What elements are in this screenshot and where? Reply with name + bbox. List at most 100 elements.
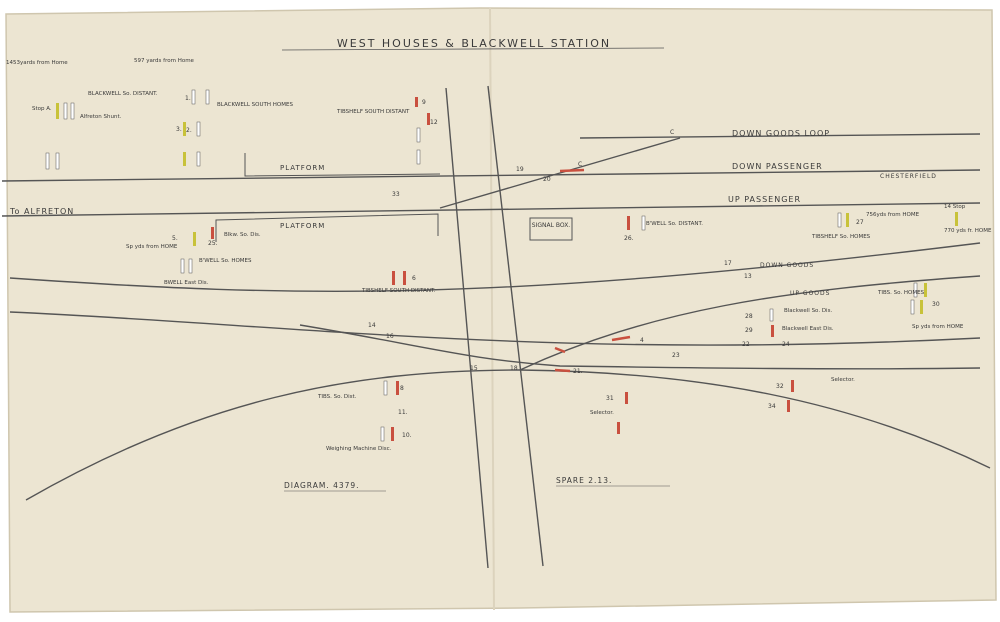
- signal-selector-right: Selector.: [831, 377, 855, 383]
- platform-top: [244, 153, 441, 177]
- signal-tibshelf-south-distant: TIBSHELF SOUTH DISTANT: [336, 109, 410, 115]
- track-labels: DOWN GOODS LOOP DOWN PASSENGER CHESTERFI…: [9, 129, 937, 297]
- signal-blackwell-south-homes: BLACKWELL SOUTH HOMES: [217, 102, 293, 108]
- lever-24: 24: [782, 341, 790, 348]
- lever-8: 8: [400, 385, 404, 392]
- signal-doll: [415, 97, 418, 107]
- point-mark: [559, 168, 585, 173]
- signal-doll: [196, 121, 201, 137]
- signal-doll: [392, 271, 395, 285]
- lever-19: 19: [516, 166, 524, 173]
- label-up-passenger: UP PASSENGER: [728, 195, 801, 204]
- signal-doll: [383, 380, 388, 396]
- lever-22: 22: [742, 341, 750, 348]
- lever-29: 29: [745, 327, 753, 334]
- signal-doll: [380, 426, 385, 442]
- crossover-line: [519, 275, 981, 371]
- signal-doll: [391, 427, 394, 441]
- label-up-goods: UP GOODS: [790, 290, 830, 297]
- spare-label: SPARE 2.13.: [556, 476, 612, 485]
- label-down-goods-loop: DOWN GOODS LOOP: [732, 129, 830, 138]
- distance-left: 1453yards from Home: [6, 60, 68, 66]
- lever-30: 30: [932, 301, 940, 308]
- signal-bwell-east-dis: BWELL East Dis.: [164, 280, 209, 286]
- signal-blackwell-so-dis: Blackwell So. Dis.: [784, 308, 832, 314]
- signal-doll: [180, 258, 185, 274]
- point-marks: [554, 168, 631, 373]
- lever-25: 25.: [208, 240, 218, 247]
- point-mark: [554, 368, 571, 373]
- lever-23: 23: [672, 352, 680, 359]
- lever-34: 34: [768, 403, 776, 410]
- running-lines: [1, 85, 991, 569]
- lever-numbers: 1. 2. 3. 4 5. 6 8 9 10. 11. 12 13 14 15 …: [172, 95, 940, 439]
- signal-doll: [63, 102, 68, 120]
- label-chesterfield: CHESTERFIELD: [880, 173, 937, 180]
- label-down-passenger: DOWN PASSENGER: [732, 162, 823, 171]
- lever-28: 28: [745, 313, 753, 320]
- signal-doll: [427, 113, 430, 125]
- signal-doll: [955, 212, 958, 226]
- down-goods-loop-line: [579, 133, 981, 139]
- signal-doll: [837, 212, 842, 228]
- signal-doll: [211, 227, 214, 239]
- platforms: [215, 153, 441, 242]
- signal-bwell-homes: B'WELL So. HOMES: [199, 258, 252, 264]
- signal-tibs-so-homes: TIBS. So. HOMES: [877, 290, 925, 296]
- signal-bwell-so-dis: Blkw. So. Dis.: [224, 232, 261, 238]
- signal-doll: [627, 216, 630, 230]
- signal-doll: [920, 300, 923, 314]
- signal-doll: [403, 271, 406, 285]
- signal-doll: [924, 283, 927, 297]
- lever-c1: C: [670, 129, 674, 136]
- signal-doll: [193, 232, 196, 246]
- lever-1: 1.: [185, 95, 191, 102]
- lower-straight-line: [299, 324, 981, 370]
- signal-tibshelf-south-distant2: TIBSHELF SOUTH DISTANT.: [361, 288, 436, 294]
- lever-31: 31: [606, 395, 614, 402]
- lever-21: 21.: [573, 368, 583, 375]
- lever-17: 17: [724, 260, 732, 267]
- lever-27: 27: [856, 219, 864, 226]
- signal-doll: [183, 122, 186, 136]
- signal-selector-mid: Selector.: [590, 410, 614, 416]
- signal-doll: [45, 152, 50, 170]
- lever-18: 18: [510, 365, 518, 372]
- lever-16: 16: [386, 333, 394, 340]
- down-goods-line: [9, 242, 981, 293]
- lever-32: 32: [776, 383, 784, 390]
- signal-alfreton-shunt: Alfreton Shunt.: [80, 114, 122, 120]
- signal-doll: [416, 149, 421, 165]
- diagram-number: DIAGRAM. 4379.: [284, 481, 360, 490]
- signal-blackwell-distant: BLACKWELL So. DISTANT.: [88, 91, 158, 97]
- signal-stop-right: 14 Stop: [944, 204, 966, 210]
- signal-doll: [196, 151, 201, 167]
- signal-bwell-so-distant: B'WELL So. DISTANT.: [646, 221, 703, 227]
- paper-background: [5, 7, 997, 613]
- lever-20: 20: [543, 176, 551, 183]
- signal-yds-from-home-30: Sp yds from HOME: [912, 324, 964, 330]
- signal-doll: [791, 380, 794, 392]
- lever-9: 9: [422, 99, 426, 106]
- overbridge-right: [487, 85, 544, 567]
- lever-2: 2.: [186, 127, 192, 134]
- signal-doll: [913, 282, 918, 298]
- signal-doll: [617, 422, 620, 434]
- platform-bottom: [215, 213, 439, 242]
- lever-14: 14: [368, 322, 376, 329]
- lever-11: 11.: [398, 409, 408, 416]
- lever-3: 3.: [176, 126, 182, 133]
- signal-doll: [787, 400, 790, 412]
- lever-4: 4: [640, 337, 644, 344]
- signal-box-label: SIGNAL BOX.: [532, 222, 571, 229]
- label-down-goods: DOWN GOODS: [760, 262, 814, 269]
- point-mark: [554, 346, 566, 354]
- up-passenger-line: [1, 202, 981, 217]
- label-platform-top: PLATFORM: [280, 164, 325, 172]
- signal-yds-fr-home: 770 yds fr. HOME: [944, 228, 992, 234]
- lever-33: 33: [392, 191, 400, 198]
- lever-5: 5.: [172, 235, 178, 242]
- signal-doll: [625, 392, 628, 404]
- signal-doll: [183, 152, 186, 166]
